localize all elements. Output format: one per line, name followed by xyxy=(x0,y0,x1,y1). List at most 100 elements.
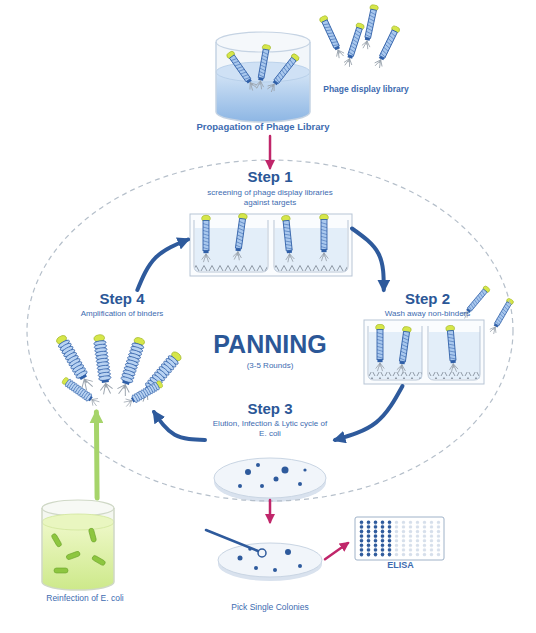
petri-dish xyxy=(274,477,279,482)
beaker xyxy=(91,555,106,566)
phage-cluster xyxy=(319,4,401,69)
phage-cluster xyxy=(374,25,401,69)
well-plate xyxy=(364,285,514,384)
petri-dish xyxy=(303,468,306,471)
elisa-plate xyxy=(358,520,393,557)
amplified-phages xyxy=(93,334,114,395)
node-subtitle: Elution, Infection & Lytic cycle of E. c… xyxy=(210,419,330,438)
elisa-plate xyxy=(355,517,444,560)
well-plate xyxy=(446,325,459,372)
well-plate xyxy=(428,326,480,380)
well-plate xyxy=(195,264,267,271)
amplified-phages xyxy=(123,379,164,408)
petri-dish xyxy=(298,564,302,568)
well-plate xyxy=(233,213,248,261)
step-box: Step 2Wash away non-binders xyxy=(365,290,490,386)
well-plate xyxy=(190,214,352,276)
library-label: Phage display library xyxy=(318,84,414,94)
petri-dish xyxy=(206,530,322,581)
well-plate xyxy=(320,214,329,261)
well-plate xyxy=(489,297,515,334)
beaker xyxy=(226,50,258,91)
beaker xyxy=(42,522,114,590)
node-title: Step 3 xyxy=(205,400,335,418)
step-box: Step 3Elution, Infection & Lytic cycle o… xyxy=(205,400,335,500)
beaker-node: Reinfection of E. coli xyxy=(30,498,140,606)
phage-cluster xyxy=(319,15,345,59)
flow-arrow xyxy=(269,136,272,168)
panning-cycle: PANNING(3-5 Rounds)Step 1screening of ph… xyxy=(25,158,515,503)
petri-dish xyxy=(298,482,302,486)
petri-dish xyxy=(282,467,289,474)
beaker xyxy=(54,568,68,573)
beaker xyxy=(216,42,310,122)
node-title: Step 1 xyxy=(188,168,352,186)
node-title: Propagation of Phage Library xyxy=(185,121,341,132)
flow-arrow xyxy=(352,229,384,291)
well-plate xyxy=(275,264,347,271)
beaker xyxy=(42,508,114,590)
node-title: PANNING xyxy=(175,329,365,359)
beaker xyxy=(216,32,310,122)
petri-dish xyxy=(256,463,260,467)
beaker xyxy=(51,533,62,548)
flow-arrow xyxy=(269,500,272,522)
beaker xyxy=(266,53,300,93)
flow-arrow xyxy=(154,412,205,440)
node-title: Pick Single Colonies xyxy=(215,602,325,612)
node-subtitle: Wash away non-binders xyxy=(365,309,490,319)
well-plate xyxy=(376,324,385,371)
petri-dish xyxy=(260,484,264,488)
well-plate xyxy=(429,372,480,379)
node-title: Reinfection of E. coli xyxy=(30,593,140,603)
well-plate xyxy=(274,220,348,272)
petri-dish xyxy=(273,568,277,572)
node-title: Step 4 xyxy=(58,290,186,308)
elisa-node: ELISA xyxy=(348,512,453,574)
well-plate xyxy=(202,215,211,262)
amplified-phages xyxy=(116,336,146,397)
well-plate xyxy=(281,215,294,262)
well-plate xyxy=(397,326,412,374)
petri-dish xyxy=(238,484,242,488)
flow-arrow xyxy=(94,412,100,498)
well-plate xyxy=(194,220,268,272)
elisa-plate xyxy=(358,520,442,557)
flow-arrow xyxy=(335,386,403,440)
petri-dish xyxy=(206,530,258,551)
well-plate xyxy=(369,372,422,379)
beaker-node: Propagation of Phage Library xyxy=(185,28,341,136)
elisa-plate xyxy=(355,517,444,560)
amplified-phages xyxy=(61,376,101,408)
petri-dish xyxy=(245,469,251,475)
dashed-ellipse xyxy=(27,160,513,501)
node-title: Step 2 xyxy=(365,290,490,308)
well-plate xyxy=(368,326,422,380)
petri-dish xyxy=(285,549,291,555)
petri-dish xyxy=(238,556,243,561)
dish-node: Pick Single Colonies xyxy=(215,522,325,615)
beaker xyxy=(66,551,81,560)
well-plate xyxy=(364,320,484,384)
beaker xyxy=(88,528,96,543)
petri-dish xyxy=(214,458,326,502)
beaker xyxy=(42,500,114,590)
beaker xyxy=(42,514,114,530)
step-box: Step 4Amplification of binders xyxy=(58,290,186,412)
amplified-phages xyxy=(54,333,183,408)
petri-dish xyxy=(218,543,322,577)
node-subtitle: screening of phage display libraries aga… xyxy=(205,188,335,207)
step-box: Step 1 screening of phage display librari… xyxy=(188,168,352,278)
flow-arrow xyxy=(137,240,188,291)
phage-cluster xyxy=(343,22,365,67)
node-title: ELISA xyxy=(348,560,453,571)
flow-arrow xyxy=(325,543,348,559)
phage-cluster xyxy=(361,4,378,50)
petri-dish xyxy=(214,458,326,498)
beaker xyxy=(216,42,310,122)
beaker xyxy=(255,44,271,90)
petri-dish xyxy=(258,549,266,557)
petri-dish xyxy=(254,566,258,570)
well-plate xyxy=(190,213,352,276)
